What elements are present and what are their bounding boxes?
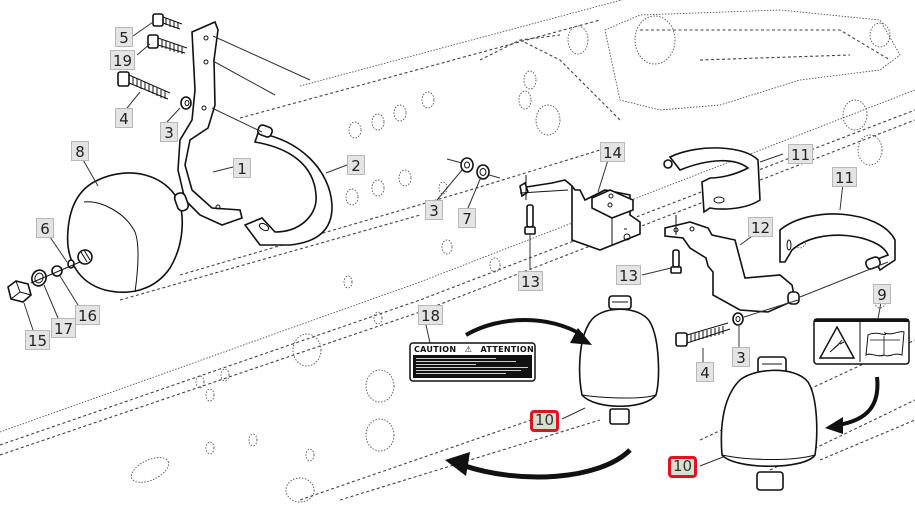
callout-17[interactable]: 17	[51, 318, 77, 338]
explosion-warning-icon	[818, 325, 856, 359]
washer-part-3-middle	[460, 157, 474, 173]
caution-decal-header: CAUTION ⚠ ATTENTION	[414, 344, 534, 355]
warning-decal-part-9	[813, 318, 910, 365]
washer-part-3-right	[732, 312, 744, 326]
sensor-bracket-part-14	[519, 179, 641, 251]
callout-18[interactable]: 18	[418, 305, 444, 325]
callout-15[interactable]: 15	[25, 330, 51, 350]
callout-11[interactable]: 11	[832, 167, 858, 187]
clamp-strap-part-11-lower	[779, 213, 896, 272]
bolt-part-19	[147, 34, 188, 54]
accumulator-part-8	[66, 172, 190, 293]
callout-5[interactable]: 5	[115, 27, 133, 47]
attention-label: ATTENTION	[480, 345, 534, 354]
callout-14[interactable]: 14	[600, 142, 626, 162]
washer-part-3-left	[180, 96, 192, 110]
mounting-bracket-part-12	[664, 221, 800, 313]
callout-13[interactable]: 13	[518, 271, 544, 291]
callout-11[interactable]: 11	[788, 144, 814, 164]
callout-2[interactable]: 2	[347, 155, 365, 175]
callout-12[interactable]: 12	[748, 217, 774, 237]
callout-19[interactable]: 19	[110, 50, 136, 70]
caution-decal-part-18	[409, 342, 536, 382]
bolt-part-5	[152, 13, 183, 30]
read-manual-icon	[865, 331, 905, 357]
rotation-arrow-right	[825, 376, 880, 434]
bolt-part-13-middle	[524, 175, 536, 235]
callout-13[interactable]: 13	[616, 265, 642, 285]
clamp-strap-part-2	[243, 124, 333, 246]
callout-1[interactable]: 1	[233, 158, 251, 178]
caution-label: CAUTION	[414, 345, 457, 354]
callout-9[interactable]: 9	[873, 284, 891, 304]
callout-10-highlighted[interactable]: 10	[530, 410, 560, 432]
callout-7[interactable]: 7	[458, 208, 476, 228]
callout-4[interactable]: 4	[115, 108, 133, 128]
rotation-arrow-upper	[464, 318, 592, 345]
nut-part-7	[476, 164, 490, 180]
accumulator-part-10-middle	[578, 295, 660, 425]
callout-8[interactable]: 8	[71, 141, 89, 161]
bolt-part-4-left	[117, 71, 171, 100]
callout-10-highlighted[interactable]: 10	[668, 456, 698, 478]
clamp-strap-part-11-upper	[663, 147, 761, 214]
fitting-parts-6-16-17-15	[7, 259, 81, 303]
callout-3[interactable]: 3	[732, 347, 750, 367]
bolt-part-13-right	[670, 215, 682, 274]
callout-3[interactable]: 3	[425, 200, 443, 220]
callout-16[interactable]: 16	[75, 305, 101, 325]
callout-4[interactable]: 4	[696, 362, 714, 382]
rotation-arrow-lower	[445, 448, 632, 480]
callout-6[interactable]: 6	[36, 218, 54, 238]
callout-leader-lines	[23, 21, 882, 467]
mounting-bracket-part-1	[177, 20, 243, 226]
accumulator-part-10-right	[720, 356, 818, 491]
warning-triangle-icon: ⚠	[464, 345, 473, 354]
callout-3[interactable]: 3	[160, 122, 178, 142]
bolt-part-4-right	[675, 322, 731, 347]
